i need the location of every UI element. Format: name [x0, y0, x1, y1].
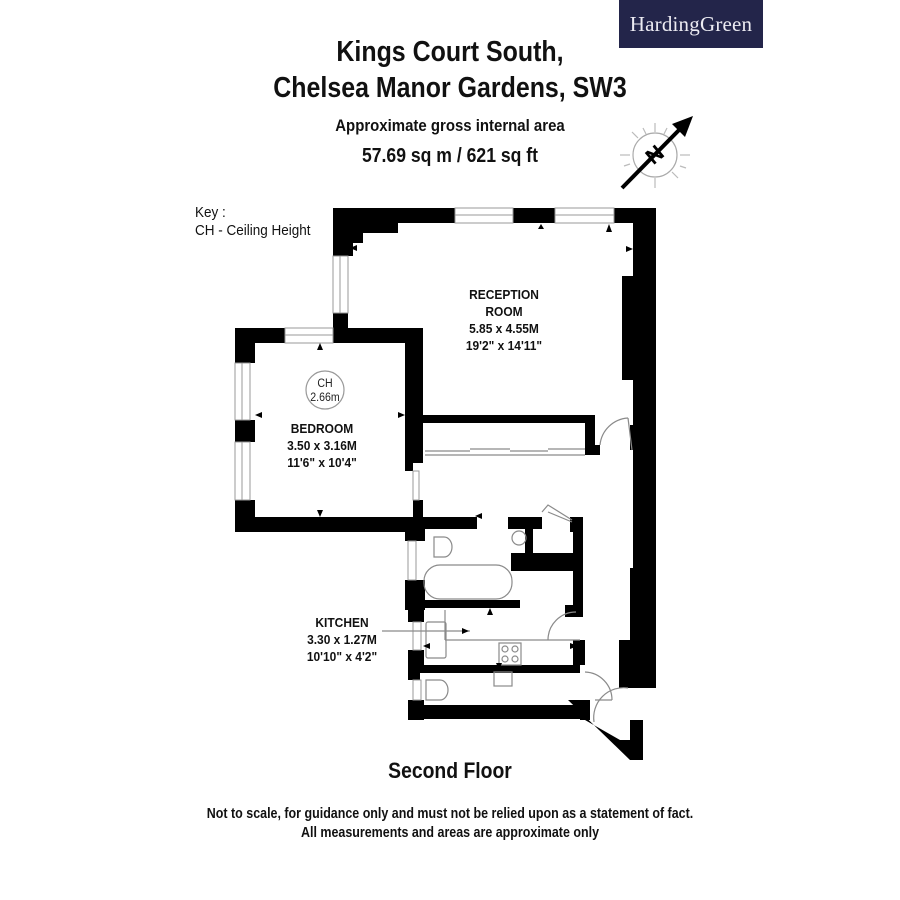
room-label-kitchen: KITCHEN 3.30 x 1.27M 10'10" x 4'2": [287, 614, 397, 665]
floor-label: Second Floor: [388, 758, 512, 783]
harding-green-logo: HardingGreen: [619, 0, 763, 48]
ceiling-height-label: CH: [317, 378, 333, 390]
ceiling-height-marker: CH 2.66m: [307, 377, 344, 405]
key-title: Key :: [195, 204, 226, 221]
property-title-line2: Chelsea Manor Gardens, SW3: [273, 72, 627, 104]
room-name-2: ROOM: [485, 304, 523, 319]
disclaimer-line2: All measurements and areas are approxima…: [300, 825, 600, 841]
dimension-arrows: [255, 224, 633, 670]
key-entry: CH - Ceiling Height: [195, 222, 311, 239]
room-name: BEDROOM: [290, 421, 354, 436]
area-label: Approximate gross internal area: [335, 116, 565, 135]
room-imperial: 10'10" x 4'2": [306, 649, 378, 664]
room-metric: 3.30 x 1.27M: [307, 632, 377, 647]
room-label-reception: RECEPTION ROOM 5.85 x 4.55M 19'2" x 14'1…: [449, 286, 559, 354]
key-legend: Key : CH - Ceiling Height: [195, 204, 311, 240]
room-name: RECEPTION: [469, 287, 539, 302]
area-value: 57.69 sq m / 621 sq ft: [361, 145, 539, 167]
room-metric: 3.50 x 3.16M: [287, 438, 357, 453]
room-imperial: 11'6" x 10'4": [287, 455, 357, 470]
ceiling-height-value: 2.66m: [310, 392, 340, 404]
room-label-bedroom: BEDROOM 3.50 x 3.16M 11'6" x 10'4": [267, 420, 377, 471]
windows: [234, 207, 615, 701]
room-metric: 5.85 x 4.55M: [469, 321, 539, 336]
north-arrow-icon: N: [620, 116, 693, 190]
disclaimer-line1: Not to scale, for guidance only and must…: [206, 806, 694, 822]
fixtures: [305, 370, 633, 723]
room-name: KITCHEN: [315, 615, 369, 630]
property-title-line1: Kings Court South,: [336, 36, 564, 68]
walls: [235, 208, 656, 760]
room-imperial: 19'2" x 14'11": [465, 338, 543, 353]
